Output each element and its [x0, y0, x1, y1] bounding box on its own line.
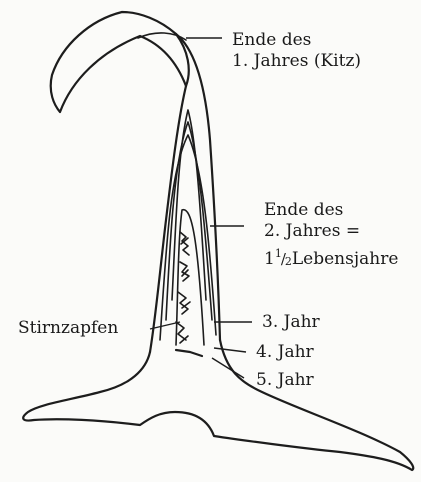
label-end-year2-line3: 11/2Lebensjahre: [264, 243, 398, 272]
label-end-year1-line1: Ende des: [232, 30, 311, 51]
label-year4: 4. Jahr: [256, 342, 314, 363]
life-years-whole: 1: [264, 249, 275, 269]
stirnzapfen-hatching: [176, 232, 202, 356]
label-end-year2-line2: 2. Jahres =: [264, 221, 360, 242]
label-year5: 5. Jahr: [256, 370, 314, 391]
life-years-denominator: 2: [285, 255, 292, 268]
label-stirnzapfen: Stirnzapfen: [18, 318, 118, 339]
leader-year4: [214, 348, 246, 352]
label-year3: 3. Jahr: [262, 312, 320, 333]
label-end-year1-line2: 1. Jahres (Kitz): [232, 51, 361, 72]
horn-tip-outline: [51, 12, 189, 112]
label-end-year2-line1: Ende des: [264, 200, 343, 221]
life-years-text: Lebensjahre: [292, 249, 399, 269]
skull-base-outline: [23, 340, 413, 470]
